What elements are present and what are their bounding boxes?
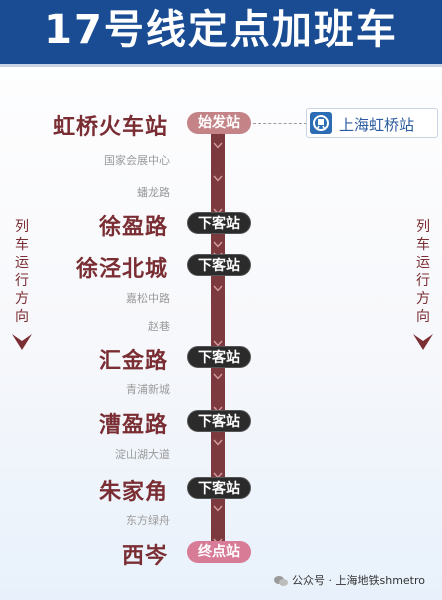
- direction-label-left: 列车运行方向: [15, 219, 29, 325]
- hub-connector: [253, 123, 307, 124]
- footer-credit: 公众号 · 上海地铁shmetro: [292, 574, 425, 587]
- station-name: 朱家角: [98, 480, 168, 505]
- alight-station-tag: 下客站: [187, 477, 251, 499]
- station-name: 汇金路: [98, 349, 168, 374]
- railway-station-icon: [310, 112, 332, 134]
- alight-station-tag: 下客站: [187, 410, 251, 432]
- station-name: 徐盈路: [98, 215, 168, 240]
- down-arrow-icon: [411, 330, 435, 354]
- alight-station-tag: 下客站: [187, 212, 251, 234]
- header-bar: 17号线定点加班车: [0, 0, 442, 64]
- chevron-down-icon: [213, 175, 223, 182]
- direction-label-right: 列车运行方向: [416, 219, 430, 325]
- passing-station-name: 蟠龙路: [137, 186, 170, 199]
- end-station-tag: 终点站: [187, 541, 251, 563]
- alight-station-tag: 下客站: [187, 254, 251, 276]
- passing-station-name: 青浦新城: [126, 383, 170, 396]
- station-name: 漕盈路: [98, 413, 168, 438]
- station-name: 虹桥火车站: [52, 115, 168, 140]
- chevron-down-icon: [213, 505, 223, 512]
- chevron-down-icon: [213, 373, 223, 380]
- wechat-icon: [274, 572, 288, 586]
- passing-station-name: 淀山湖大道: [115, 448, 170, 461]
- chevron-down-icon: [213, 439, 223, 446]
- start-station-tag: 始发站: [187, 112, 251, 134]
- down-arrow-icon: [10, 330, 34, 354]
- station-name: 西岑: [121, 544, 168, 569]
- alight-station-tag: 下客站: [187, 346, 251, 368]
- passing-station-name: 国家会展中心: [104, 154, 170, 167]
- passing-station-name: 东方绿舟: [126, 514, 170, 527]
- header-divider: [0, 64, 442, 67]
- hub-station-label: 上海虹桥站: [339, 116, 415, 134]
- station-name: 徐泾北城: [75, 257, 168, 282]
- page-title: 17号线定点加班车: [44, 7, 398, 53]
- hub-station-badge: 上海虹桥站: [306, 108, 438, 138]
- chevron-down-icon: [213, 340, 223, 347]
- chevron-down-icon: [213, 241, 223, 248]
- chevron-down-icon: [213, 285, 223, 292]
- passing-station-name: 赵巷: [148, 320, 170, 333]
- chevron-down-icon: [213, 142, 223, 149]
- passing-station-name: 嘉松中路: [126, 292, 170, 305]
